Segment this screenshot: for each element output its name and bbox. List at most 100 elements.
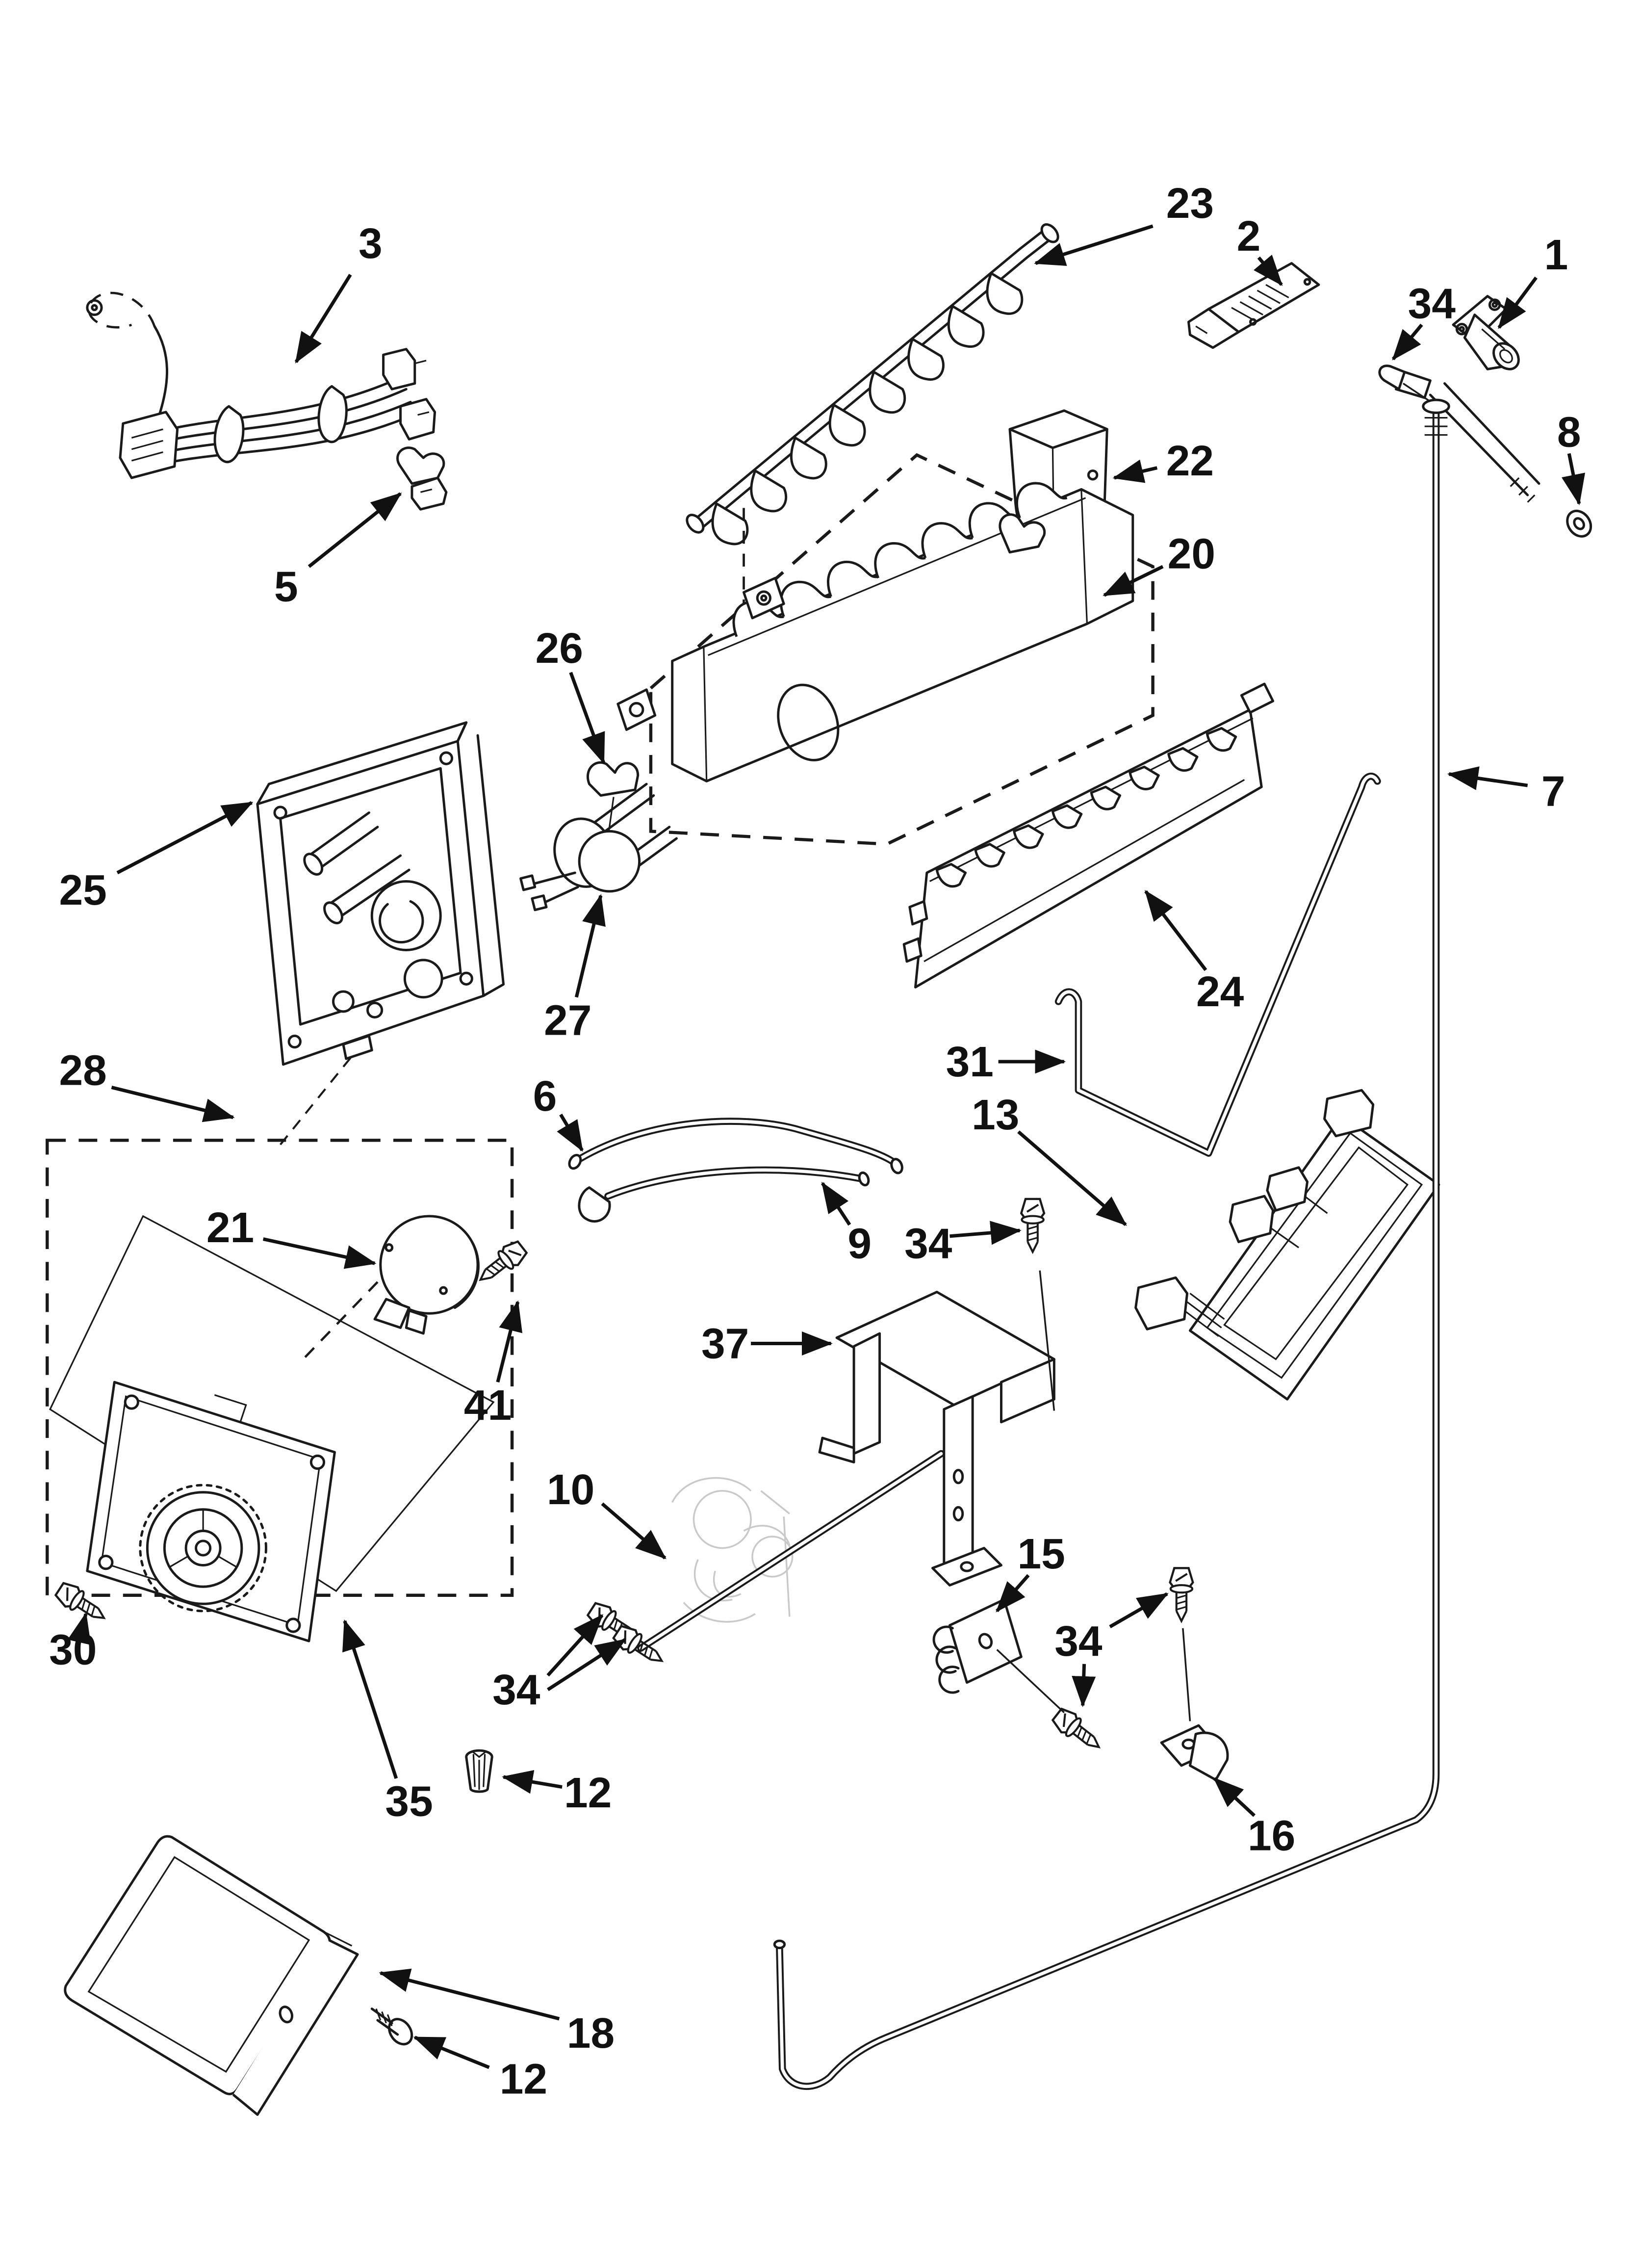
auger-fins-shape bbox=[869, 370, 906, 414]
part-number-label-28: 28 bbox=[59, 1046, 106, 1094]
auger-fins-shape bbox=[986, 272, 1024, 315]
part-number-label-34: 34 bbox=[492, 1666, 540, 1714]
part-8-washer-shape bbox=[1566, 509, 1592, 538]
part-number-label-12: 12 bbox=[564, 1769, 612, 1817]
part-35-gear-plate-shape bbox=[195, 1539, 212, 1557]
callout-arrow-16 bbox=[1213, 1777, 1256, 1817]
callout-arrow-13 bbox=[1017, 1130, 1127, 1226]
part-number-label-8: 8 bbox=[1557, 408, 1581, 456]
part-9-tube-shape bbox=[578, 1186, 611, 1223]
part-21-motor-shape bbox=[453, 1240, 480, 1309]
part-20-mold-body-shape bbox=[999, 513, 1046, 554]
part-15-clamp-shape bbox=[938, 1666, 960, 1694]
part-25-module-shape bbox=[287, 1034, 302, 1049]
callout-arrow-18 bbox=[379, 1968, 560, 2021]
callout-leader-34 bbox=[1182, 1628, 1191, 1721]
part-22-funnel-shape bbox=[1087, 469, 1099, 481]
callout-arrow-5 bbox=[308, 492, 402, 568]
part-3-wire-harness-shape bbox=[382, 348, 416, 391]
part-3-wire-harness bbox=[86, 291, 436, 479]
part-37-bracket-shape bbox=[818, 1436, 855, 1464]
part-10-rod-shape bbox=[641, 1454, 941, 1648]
part-37-bracket-shape bbox=[1000, 1358, 1055, 1424]
part-number-label-24: 24 bbox=[1196, 967, 1244, 1016]
part-25-module-shape bbox=[366, 1001, 384, 1019]
part-3-wire-harness-shape bbox=[131, 428, 163, 462]
part-7-fill-tube-shape bbox=[1424, 417, 1448, 436]
part-18-cover-shape bbox=[279, 2006, 294, 2024]
part-7-fill-tube-shape bbox=[1378, 365, 1406, 391]
part-18-cover-shape bbox=[232, 1939, 359, 2116]
part-1-coupling-shape bbox=[1499, 349, 1513, 364]
part-7-fill-tube-shape bbox=[1429, 382, 1540, 496]
callout-arrow-28 bbox=[111, 1086, 235, 1122]
part-1-coupling-shape bbox=[1459, 326, 1465, 333]
part-27-thermostat-shape bbox=[578, 830, 641, 893]
part-number-label-1: 1 bbox=[1544, 231, 1568, 279]
part-2-control-plate bbox=[1187, 262, 1320, 349]
callout-arrow-6 bbox=[557, 1114, 584, 1152]
part-number-label-34: 34 bbox=[904, 1219, 952, 1267]
part-25-module-shape bbox=[256, 721, 505, 997]
part-7-fill-tube-shape bbox=[773, 1939, 786, 1950]
callout-arrow-34 bbox=[1072, 1664, 1096, 1707]
stripper-teeth-shape bbox=[1206, 727, 1237, 752]
auger-fins bbox=[711, 272, 1024, 546]
part-6-tube-shape bbox=[890, 1158, 903, 1174]
callout-arrow-3 bbox=[294, 274, 352, 364]
part-25-module-shape bbox=[323, 901, 343, 924]
part-number-label-41: 41 bbox=[464, 1381, 512, 1429]
part-25-module-shape bbox=[308, 811, 379, 871]
callout-arrow-23 bbox=[1034, 224, 1154, 266]
part-24-stripper bbox=[902, 682, 1275, 989]
part-16-clamp bbox=[1160, 1724, 1229, 1781]
part-5-clip-shape bbox=[410, 476, 448, 511]
ghost-sketch-shape bbox=[693, 1490, 752, 1549]
part-21-motor-shape bbox=[299, 1281, 379, 1363]
ghost-sketch-shape bbox=[671, 1477, 791, 1623]
part-30-screw-icon bbox=[53, 1580, 110, 1628]
part-13-harness-shape bbox=[1223, 1146, 1409, 1360]
part-37-bracket-shape bbox=[952, 1469, 964, 1485]
part-20-mold-body bbox=[582, 482, 1134, 891]
part-25-module-shape bbox=[403, 959, 443, 999]
callout-arrow-30 bbox=[67, 1612, 91, 1645]
part-5-clip-shape bbox=[396, 446, 445, 485]
part-1-coupling bbox=[1452, 295, 1520, 370]
part-35-gear-plate-shape bbox=[170, 1509, 237, 1567]
part-10-rod bbox=[641, 1454, 941, 1648]
callout-arrow-27 bbox=[574, 894, 606, 998]
callout-arrow-21 bbox=[262, 1237, 377, 1269]
part-24-stripper-shape bbox=[1240, 682, 1275, 714]
part-20-mold-body-shape bbox=[629, 702, 644, 718]
mold-fins-shape bbox=[827, 560, 879, 597]
callout-arrow-26 bbox=[569, 672, 605, 764]
part-35-gear-plate-shape bbox=[214, 1394, 247, 1423]
part-20-mold-body-shape bbox=[777, 683, 840, 761]
callout-arrow-7 bbox=[1447, 766, 1528, 790]
part-21-motor-shape bbox=[439, 1286, 448, 1295]
part-3-wire-harness-shape bbox=[91, 304, 98, 312]
stripper-teeth-shape bbox=[1090, 785, 1122, 810]
part-34-screw-icon bbox=[1021, 1199, 1044, 1252]
mold-fins-shape bbox=[1015, 482, 1068, 519]
part-25-module-shape bbox=[273, 806, 287, 820]
auger-fins-shape bbox=[711, 502, 749, 546]
part-3-wire-harness-shape bbox=[213, 405, 245, 463]
part-3-wire-harness-shape bbox=[86, 299, 103, 316]
part-number-label-9: 9 bbox=[847, 1219, 872, 1267]
auger-fins-shape bbox=[907, 338, 945, 381]
ghost-sketch bbox=[671, 1477, 794, 1623]
part-13-harness-shape bbox=[1266, 1166, 1309, 1212]
callout-arrow-15 bbox=[996, 1574, 1030, 1613]
part-25-module-shape bbox=[439, 751, 454, 765]
part-20-dashed-box-shape bbox=[649, 453, 1155, 846]
part-number-label-31: 31 bbox=[946, 1038, 994, 1086]
part-13-harness-shape bbox=[1183, 1195, 1328, 1337]
part-24-stripper-shape bbox=[908, 900, 928, 926]
part-25-module-shape bbox=[303, 853, 324, 876]
part-15-clamp-shape bbox=[935, 1645, 957, 1674]
part-12-push-pin-shape bbox=[370, 2007, 399, 2036]
